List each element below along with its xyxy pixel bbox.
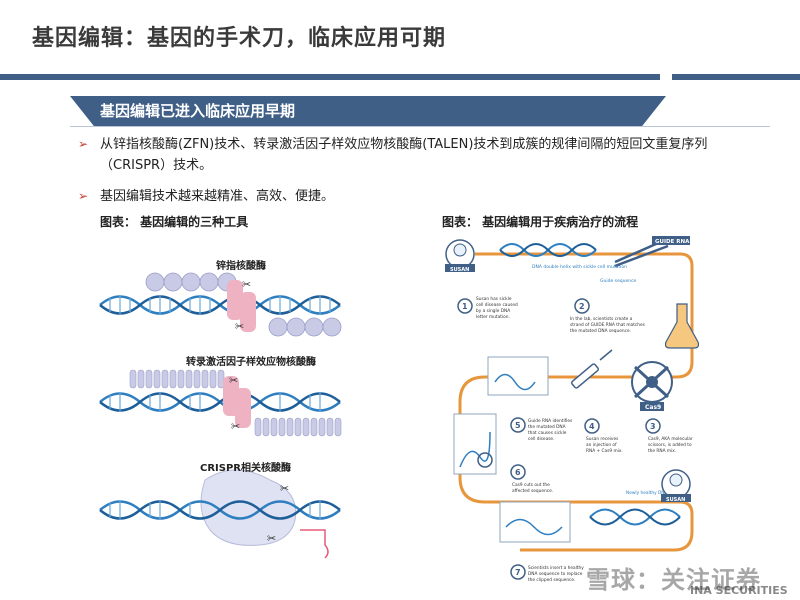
header-rule-right [672, 74, 800, 80]
guide-seq-label: Guide sequence [600, 278, 637, 284]
step-marker: 3 [645, 418, 661, 434]
cas9-scissors-icon [631, 361, 673, 403]
avatar-label: SUSAN [666, 497, 685, 503]
right-figure-caption: 图表： 基因编辑用于疾病治疗的流程 [442, 215, 639, 229]
page-title: 基因编辑：基因的手术刀，临床应用可期 [32, 26, 447, 51]
scissors-icon: ✂ [280, 482, 289, 495]
step-marker: 4 [584, 418, 600, 434]
avatar-label: SUSAN [450, 267, 469, 273]
svg-text:7: 7 [515, 568, 521, 577]
scissors-icon: ✂ [267, 532, 276, 545]
cas9-label: Cas9 [645, 404, 661, 411]
scissors-icon: ✂ [229, 374, 238, 387]
scissors-icon: ✂ [231, 420, 240, 433]
step-marker: 5 [510, 417, 526, 433]
avatar [445, 239, 475, 272]
watermark-sub: INA SECURITIES [690, 584, 788, 597]
arrow-bullet-icon: ➢ [78, 189, 89, 203]
svg-text:2: 2 [579, 302, 585, 311]
dna-helix [589, 508, 681, 526]
crispr-diagram: ✂ ✂ [99, 469, 341, 559]
avatar [661, 469, 691, 502]
talen-diagram: ✂ ✂ [99, 369, 342, 437]
dna-helix [99, 500, 341, 520]
dna-helix [99, 392, 341, 412]
gene-therapy-process-illustration: SUSAN DNA double helix with sickle cell … [445, 236, 700, 583]
healthy-label: Newly healthy DNA strand [626, 490, 683, 496]
left-figure-caption: 图表： 基因编辑的三种工具 [100, 215, 249, 229]
svg-text:3: 3 [650, 422, 656, 431]
scissors-icon: ✂ [235, 320, 244, 333]
bullet-item: ➢ 基因编辑技术越来越精准、高效、便捷。 [78, 186, 768, 207]
guide-rna-label: GUIDE RNA [655, 239, 690, 245]
svg-text:4: 4 [589, 422, 595, 431]
section-header: 基因编辑已进入临床应用早期 [100, 102, 296, 120]
step-marker: 6 [510, 464, 526, 480]
header-rule-left [0, 74, 660, 80]
svg-text:5: 5 [515, 421, 521, 430]
gene-editing-tools-illustration: ✂ ✂ [99, 272, 342, 559]
syringe-icon [571, 349, 613, 389]
svg-text:1: 1 [462, 302, 468, 311]
flask-icon [664, 303, 700, 349]
dna-label: DNA double helix with sickle cell mutati… [532, 264, 627, 270]
bullet-item: ➢ 从锌指核酸酶(ZFN)技术、转录激活因子样效应物核酸酶(TALEN)技术到成… [78, 134, 768, 176]
svg-text:6: 6 [515, 468, 521, 477]
tool-label: 转录激活因子样效应物核酸酶 [186, 357, 316, 368]
bullet-text: 从锌指核酸酶(ZFN)技术、转录激活因子样效应物核酸酶(TALEN)技术到成簇的… [100, 137, 708, 173]
section-ribbon [70, 96, 666, 126]
arrow-bullet-icon: ➢ [78, 137, 89, 151]
dna-helix [499, 238, 669, 268]
step-marker: 1 [457, 298, 473, 314]
zfn-diagram: ✂ ✂ [99, 272, 342, 337]
tool-label: 锌指核酸酶 [216, 261, 266, 272]
tool-label: CRISPR相关核酸酶 [200, 463, 291, 474]
step-marker: 2 [574, 298, 590, 314]
bullet-text: 基因编辑技术越来越精准、高效、便捷。 [100, 189, 335, 204]
dna-helix [99, 295, 341, 315]
watermark-logo: 雪球：关注证券 [586, 566, 761, 594]
step-marker: 7 [510, 564, 526, 580]
scissors-icon: ✂ [242, 278, 251, 291]
section-underline [70, 126, 770, 127]
